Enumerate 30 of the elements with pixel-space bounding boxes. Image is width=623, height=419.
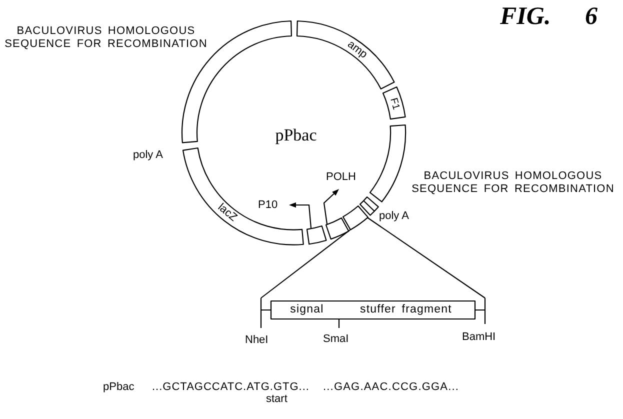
segment-label: F1 <box>388 97 401 112</box>
sequence-text: ...GCTAGCCATC.ATG.GTG... <box>152 382 310 393</box>
site-label: SmaI <box>323 334 349 345</box>
ring-segment <box>370 125 406 202</box>
ring-segment <box>382 87 405 120</box>
ring-segment <box>183 148 304 245</box>
expansion-line <box>260 230 350 298</box>
region-label: poly A <box>379 211 409 222</box>
site-label: NheI <box>245 335 268 346</box>
sequence-name: pPbac <box>103 382 134 393</box>
ring-segment <box>326 218 348 239</box>
promoter-label: P10 <box>258 200 278 211</box>
insert-fragment <box>258 298 488 330</box>
sequence-text: ...GAG.AAC.CCG.GGA... <box>323 382 460 393</box>
promoter-label: POLH <box>326 172 356 183</box>
plasmid-name: pPbac <box>275 126 317 144</box>
ring-segment <box>307 226 327 244</box>
ring-segment <box>360 196 378 215</box>
segment-label: amp <box>345 38 369 60</box>
ring-segment <box>296 21 394 89</box>
fragment-label: stuffer fragment <box>360 304 452 316</box>
fragment-label: signal <box>290 304 324 316</box>
figure-title: FIG. 6 <box>500 4 598 29</box>
ring-segment <box>342 206 368 230</box>
region-label: poly A <box>133 150 163 161</box>
start-label: start <box>266 394 288 405</box>
region-label: BACULOVIRUS HOMOLOGOUS SEQUENCE FOR RECOMBINATION <box>4 25 208 50</box>
region-label: BACULOVIRUS HOMOLOGOUS SEQUENCE FOR RECOMBINATION <box>410 170 616 195</box>
site-label: BamHI <box>462 332 496 343</box>
expansion-line <box>367 217 486 298</box>
